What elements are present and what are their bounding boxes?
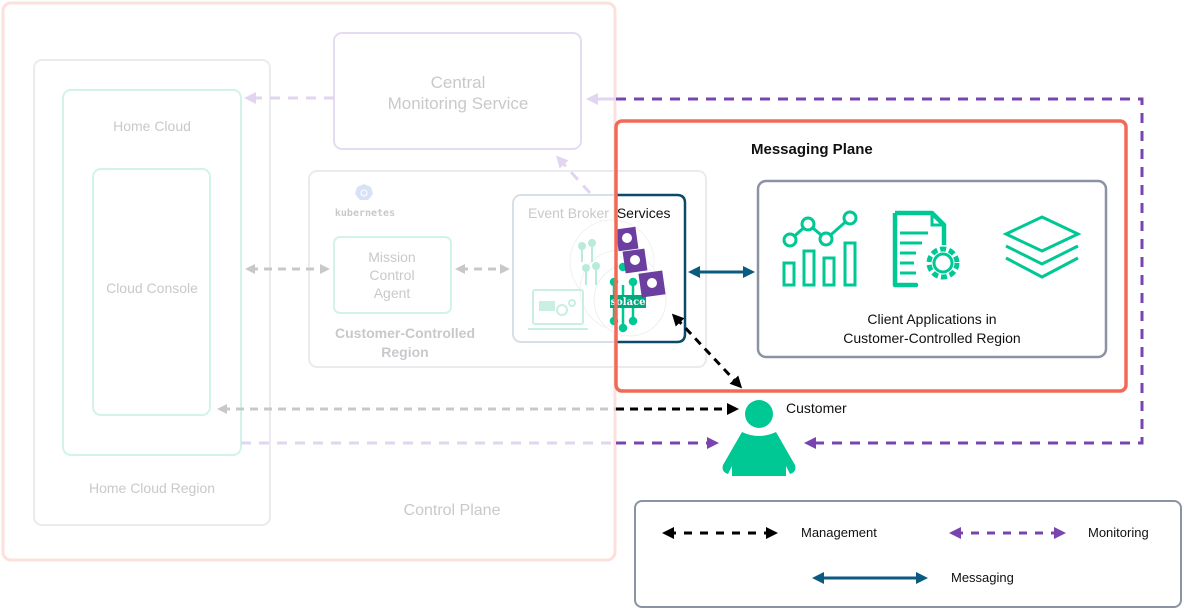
control-plane-label: Control Plane	[404, 502, 501, 519]
document-gear-icon	[892, 210, 960, 288]
mca-label-3: Agent	[374, 285, 411, 301]
customer-label: Customer	[786, 400, 847, 416]
messaging-plane-title: Messaging Plane	[751, 141, 873, 158]
home-cloud-region-label: Home Cloud Region	[89, 480, 215, 496]
customer-person-icon	[722, 400, 796, 476]
analytics-chart-icon	[782, 210, 858, 287]
central-monitoring-label-1: Central	[431, 73, 486, 92]
event-broker-label-dark: Services	[617, 205, 671, 221]
monitoring-arrow-broker-to-cms	[555, 155, 592, 195]
client-apps-label-1: Client Applications in	[867, 311, 996, 327]
customer-region-label-1: Customer-Controlled	[335, 325, 475, 341]
legend-management-label: Management	[801, 525, 877, 540]
mca-label-1: Mission	[368, 249, 415, 265]
management-arrow-broker-customer	[671, 313, 743, 389]
central-monitoring-label-2: Monitoring Service	[388, 94, 529, 113]
home-cloud-label: Home Cloud	[113, 118, 191, 134]
legend-messaging-label: Messaging	[951, 570, 1014, 585]
messaging-plane-box	[614, 119, 1128, 393]
home-cloud-box	[62, 89, 242, 456]
mca-label-2: Control	[369, 267, 414, 283]
solace-badge: solace	[610, 297, 645, 308]
client-applications-box	[756, 179, 1108, 359]
kubernetes-logo-icon	[355, 184, 373, 200]
client-apps-label-2: Customer-Controlled Region	[843, 330, 1020, 346]
home-cloud-region-box	[33, 59, 271, 526]
customer-region-label-2: Region	[381, 344, 428, 360]
legend-monitoring-label: Monitoring	[1088, 525, 1149, 540]
event-broker-label-faded: Event Broker	[528, 205, 609, 221]
legend-box	[634, 500, 1182, 608]
kubernetes-label: kubernetes	[335, 208, 395, 219]
event-broker-label: Event Broker Services	[528, 205, 671, 221]
broker-network-icon: solace	[528, 219, 667, 337]
cloud-console-label: Cloud Console	[106, 280, 198, 296]
central-monitoring-box	[333, 32, 582, 150]
cloud-console-box	[92, 168, 211, 416]
layers-icon	[1002, 215, 1082, 279]
mission-control-agent-box	[333, 236, 452, 314]
monitoring-loop-line	[616, 97, 1144, 449]
